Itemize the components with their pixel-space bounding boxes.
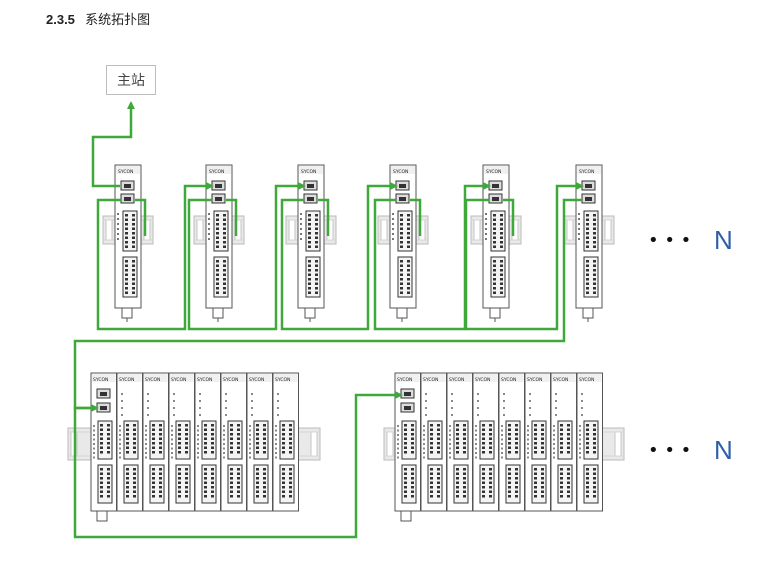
coupler-module-4: SYCON bbox=[389, 164, 417, 322]
module-brand-label: SYCON bbox=[223, 377, 238, 383]
module-brand-label: SYCON bbox=[579, 377, 594, 383]
cable-row2-link bbox=[73, 391, 403, 539]
module-brand-label: SYCON bbox=[393, 169, 408, 175]
group-a-slice-7: SYCON bbox=[246, 372, 273, 512]
section-title: 系统拓扑图 bbox=[85, 13, 151, 28]
coupler-module-5: SYCON bbox=[482, 164, 510, 322]
ellipsis-row-2: • • • bbox=[648, 440, 691, 461]
cable-stub-5 bbox=[503, 198, 515, 236]
module-brand-label: SYCON bbox=[145, 377, 160, 383]
group-b-slice-6: SYCON bbox=[524, 372, 551, 512]
master-station-box: 主站 bbox=[106, 65, 156, 95]
coupler-module-2: SYCON bbox=[205, 164, 233, 322]
cable-link-2 bbox=[187, 182, 306, 331]
group-b-slice-2: SYCON bbox=[420, 372, 447, 512]
cable-link-4 bbox=[373, 182, 491, 331]
cable-stub-3 bbox=[318, 198, 330, 236]
module-brand-label: SYCON bbox=[93, 377, 108, 383]
module-brand-label: SYCON bbox=[197, 377, 212, 383]
cable-stub-2 bbox=[226, 198, 238, 236]
group-b-slice-4: SYCON bbox=[472, 372, 499, 512]
module-brand-label: SYCON bbox=[449, 377, 464, 383]
n-label-row-2: N bbox=[714, 435, 733, 465]
coupler-module-6: SYCON bbox=[575, 164, 603, 322]
module-brand-label: SYCON bbox=[209, 169, 224, 175]
module-brand-label: SYCON bbox=[423, 377, 438, 383]
module-brand-label: SYCON bbox=[486, 169, 501, 175]
module-brand-label: SYCON bbox=[171, 377, 186, 383]
coupler-module-3: SYCON bbox=[297, 164, 325, 322]
group-b-slice-7: SYCON bbox=[550, 372, 577, 512]
ellipsis-row-1: • • • bbox=[648, 230, 691, 251]
module-brand-label: SYCON bbox=[119, 377, 134, 383]
group-b-slice-8: SYCON bbox=[576, 372, 603, 512]
module-brand-label: SYCON bbox=[579, 169, 594, 175]
module-brand-label: SYCON bbox=[301, 169, 316, 175]
ethercat-cables bbox=[73, 101, 584, 539]
section-number: 2.3.5 bbox=[46, 12, 75, 27]
module-brand-label: SYCON bbox=[249, 377, 264, 383]
module-brand-label: SYCON bbox=[275, 377, 290, 383]
module-brand-label: SYCON bbox=[397, 377, 412, 383]
io-modules: SYCON SYCON SYCON SYCON SYCON SYCON SYCON SYCON… bbox=[90, 164, 603, 522]
n-label-row-1: N bbox=[714, 225, 733, 255]
module-brand-label: SYCON bbox=[475, 377, 490, 383]
module-brand-label: SYCON bbox=[118, 169, 133, 175]
module-brand-label: SYCON bbox=[527, 377, 542, 383]
cable-link-5 bbox=[464, 182, 584, 331]
group-a-slice-3: SYCON bbox=[142, 372, 169, 512]
cable-master bbox=[91, 101, 135, 188]
group-a-slice-5: SYCON bbox=[194, 372, 221, 512]
group-a-slice-6: SYCON bbox=[220, 372, 247, 512]
group-a-slice-1: SYCON bbox=[90, 372, 117, 522]
module-brand-label: SYCON bbox=[501, 377, 516, 383]
group-b-slice-5: SYCON bbox=[498, 372, 525, 512]
group-a-slice-2: SYCON bbox=[116, 372, 143, 512]
group-a-slice-8: SYCON bbox=[272, 372, 299, 512]
module-brand-label: SYCON bbox=[553, 377, 568, 383]
cable-link-1 bbox=[96, 182, 214, 331]
coupler-module-1: SYCON bbox=[114, 164, 142, 322]
cable-link-3 bbox=[280, 182, 398, 331]
master-station-label: 主站 bbox=[117, 73, 145, 89]
cable-stub-4 bbox=[410, 198, 422, 236]
group-b-slice-3: SYCON bbox=[446, 372, 473, 512]
group-a-slice-4: SYCON bbox=[168, 372, 195, 512]
section-heading: 2.3.5 系统拓扑图 bbox=[46, 9, 150, 28]
cable-stub-1 bbox=[135, 198, 147, 236]
